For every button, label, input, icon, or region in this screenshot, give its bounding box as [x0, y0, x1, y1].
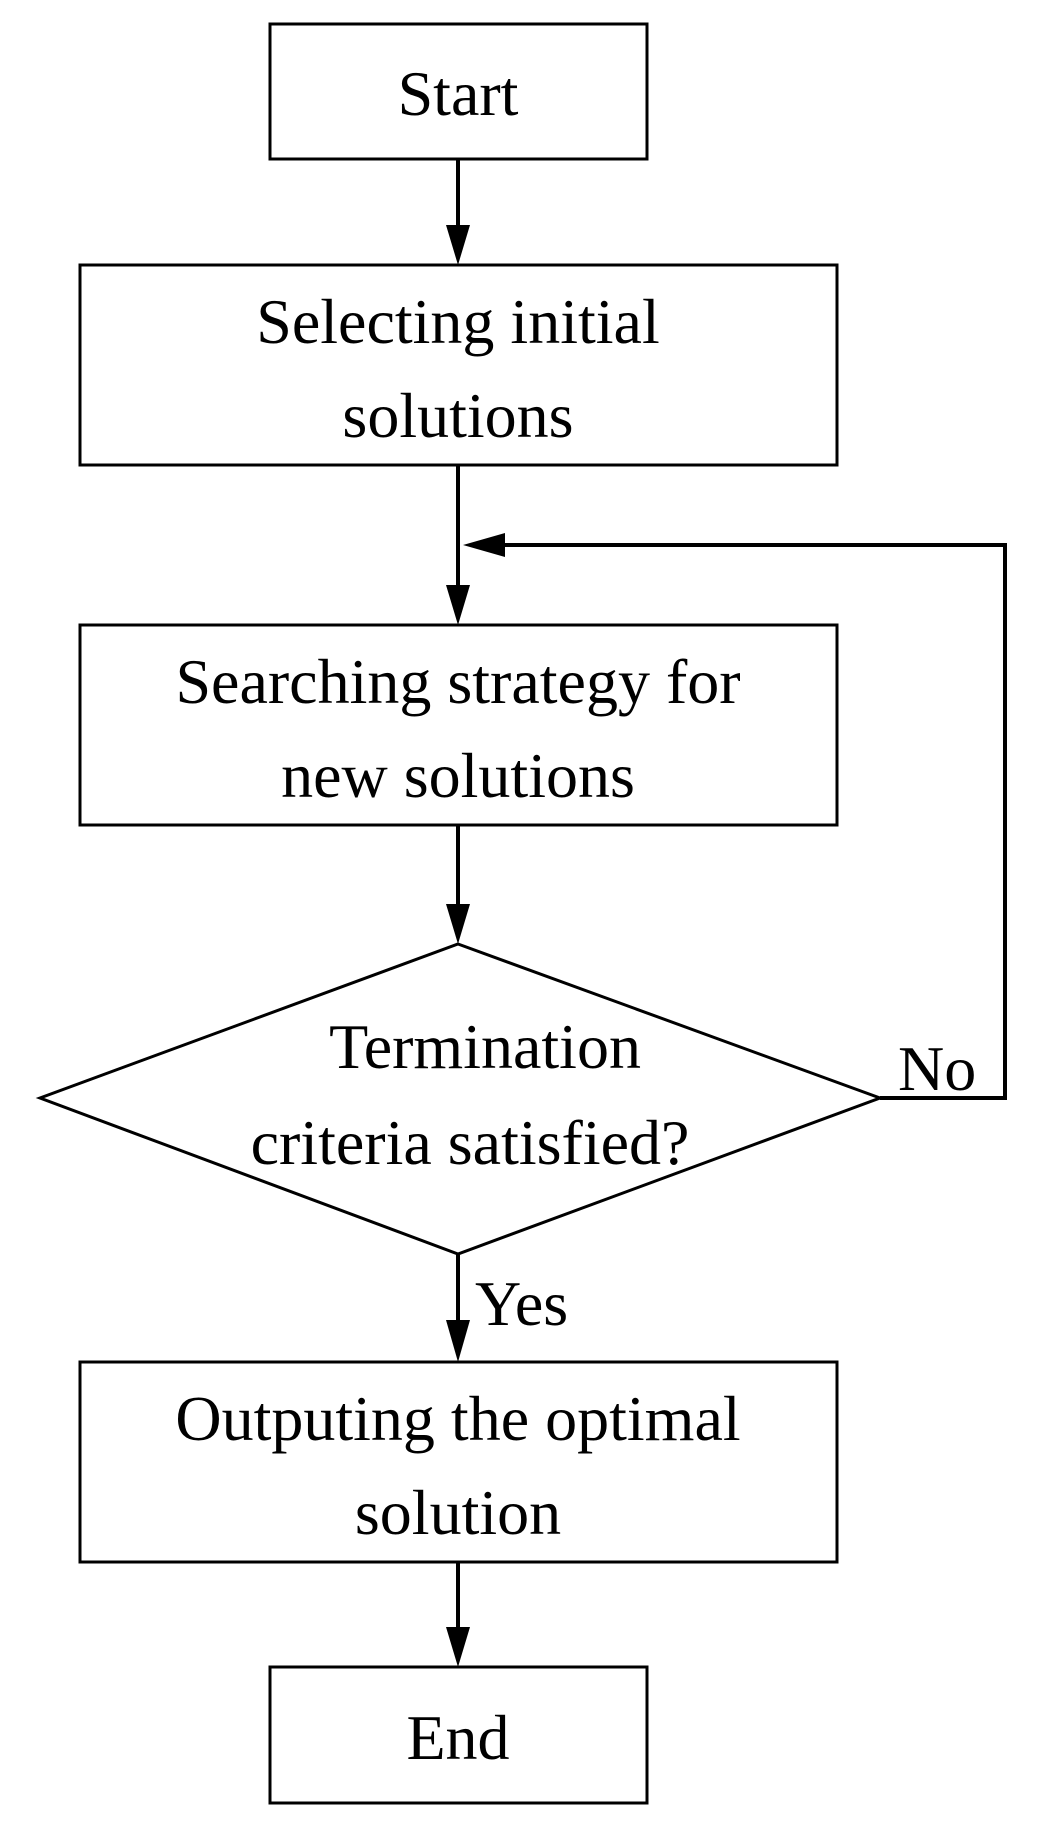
termination-label-line2: criteria satisfied? [251, 1107, 690, 1178]
loop-back-no-arrow [463, 533, 1007, 1100]
arrow-search-to-decision [446, 825, 470, 944]
start-node: Start [268, 22, 649, 161]
select-initial-node: Selecting initial solutions [78, 263, 839, 467]
arrow-output-to-end [446, 1562, 470, 1667]
search-strategy-label-line2: new solutions [281, 740, 635, 811]
arrow-start-to-select [446, 159, 470, 265]
arrow-decision-to-output [446, 1254, 470, 1362]
end-node: End [268, 1665, 649, 1805]
termination-label-line1: Termination [329, 1011, 641, 1082]
start-label: Start [398, 58, 519, 129]
yes-edge-label: Yes [475, 1268, 568, 1339]
end-label: End [406, 1702, 509, 1773]
no-edge-label: No [898, 1033, 976, 1104]
start-box [268, 22, 649, 161]
output-optimal-label-line1: Outputing the optimal [175, 1383, 740, 1454]
arrow-select-to-search [446, 465, 470, 625]
termination-diamond [35, 942, 885, 1256]
end-box [268, 1665, 649, 1805]
output-optimal-node: Outputing the optimal solution [78, 1360, 839, 1564]
select-initial-label-line2: solutions [342, 380, 573, 451]
search-strategy-label-line1: Searching strategy for [175, 646, 740, 717]
search-strategy-box [78, 623, 839, 827]
output-optimal-box [78, 1360, 839, 1564]
search-strategy-node: Searching strategy for new solutions [78, 623, 839, 827]
select-initial-label-line1: Selecting initial [256, 286, 659, 357]
select-initial-box [78, 263, 839, 467]
termination-decision-node: Termination criteria satisfied? [35, 942, 885, 1256]
output-optimal-label-line2: solution [355, 1477, 561, 1548]
